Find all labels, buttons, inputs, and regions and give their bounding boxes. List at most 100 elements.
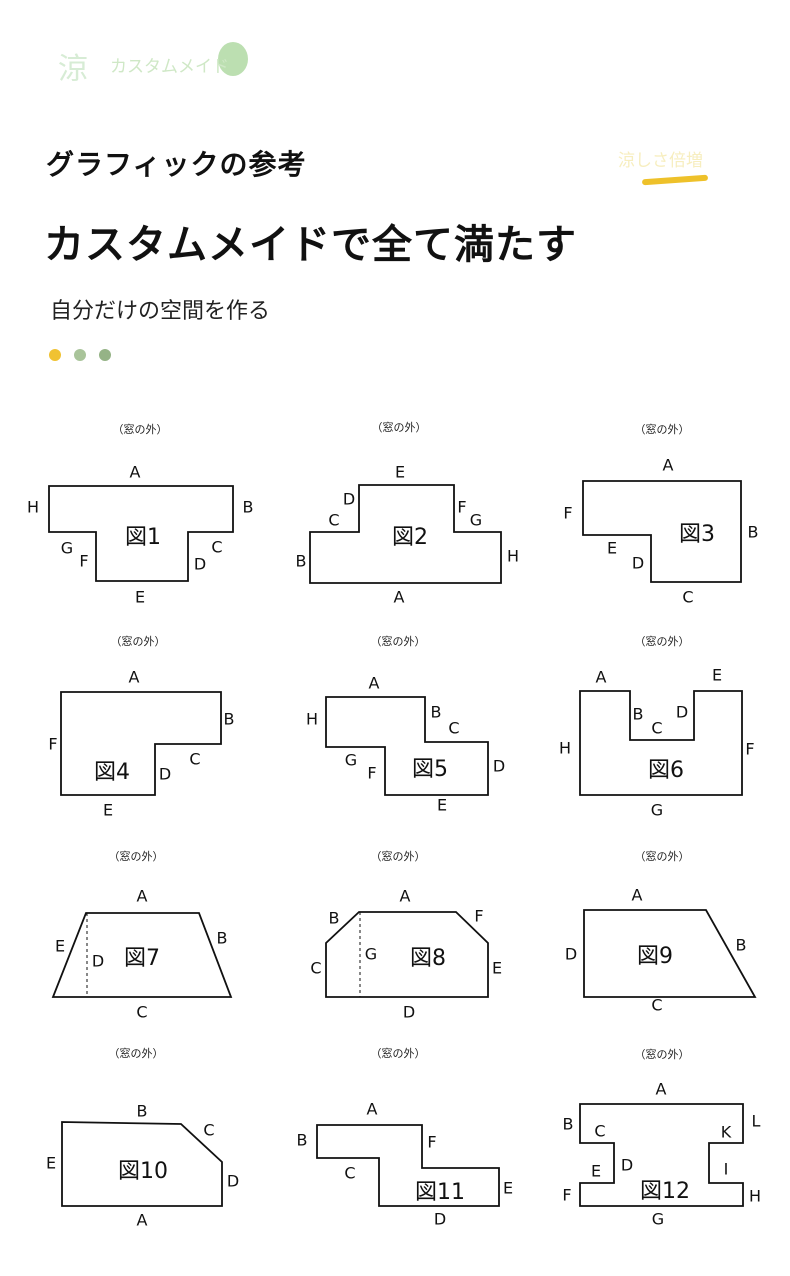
figure-title: 図9: [637, 944, 673, 969]
window-label: （窓の外）: [635, 849, 690, 863]
room-outline: [48, 485, 234, 582]
edge-label: C: [344, 1164, 355, 1183]
dot-2: [74, 349, 87, 361]
room-outline: [325, 696, 489, 796]
room-outline: [60, 691, 222, 796]
edge-label: E: [103, 801, 113, 820]
edge-label: G: [345, 751, 357, 770]
edge-label: F: [457, 498, 466, 517]
edge-label: C: [203, 1121, 214, 1140]
edge-label: D: [676, 703, 688, 722]
window-label: （窓の外）: [635, 422, 690, 436]
figure-title: 図1: [125, 525, 161, 550]
edge-label: F: [562, 1186, 571, 1205]
window-label: （窓の外）: [635, 1047, 690, 1061]
dot-1: [49, 349, 61, 361]
room-outline: [316, 1124, 500, 1207]
edge-label: C: [136, 1003, 147, 1022]
edge-label: G: [651, 801, 663, 820]
edge-label: E: [55, 937, 65, 956]
edge-label: C: [211, 538, 222, 557]
page-subhead: 自分だけの空間を作る: [50, 299, 271, 324]
edge-label: E: [395, 463, 405, 482]
edge-label: H: [507, 547, 519, 566]
edge-label: C: [310, 959, 321, 978]
edge-label: D: [632, 554, 644, 573]
edge-label: B: [224, 710, 235, 729]
edge-label: G: [652, 1210, 664, 1229]
edge-label: D: [493, 757, 505, 776]
edge-label: E: [437, 796, 447, 815]
edge-label: C: [682, 588, 693, 607]
edge-label: E: [492, 959, 502, 978]
window-label: （窓の外）: [372, 420, 427, 434]
window-label: （窓の外）: [111, 634, 166, 648]
figure-title: 図6: [648, 758, 684, 783]
edge-label: A: [632, 886, 643, 905]
edge-label: H: [559, 739, 571, 758]
edge-label: E: [591, 1162, 601, 1181]
stamp-badge: 涼しさ倍増: [618, 146, 709, 186]
edge-label: A: [130, 463, 141, 482]
edge-label: D: [621, 1156, 633, 1175]
edge-label: E: [46, 1154, 56, 1173]
room-outline: [579, 1103, 744, 1207]
edge-label: B: [297, 1131, 308, 1150]
window-label: （窓の外）: [109, 849, 164, 863]
edge-label: B: [329, 909, 340, 928]
edge-label: B: [296, 552, 307, 571]
room-outline: [309, 484, 502, 584]
fig9: （窓の外） 図9 A D B C: [565, 849, 757, 1015]
edge-label: A: [137, 1211, 148, 1230]
edge-label: A: [369, 674, 380, 693]
page-headline: カスタムメイドで全て満たす: [44, 222, 577, 268]
edge-label: D: [194, 555, 206, 574]
edge-label: H: [27, 498, 39, 517]
edge-label: F: [563, 504, 572, 523]
edge-label: A: [137, 887, 148, 906]
edge-label: D: [565, 945, 577, 964]
figure-title: 図4: [94, 760, 130, 785]
edge-label: F: [427, 1133, 436, 1152]
edge-label: G: [61, 539, 73, 558]
edge-label: G: [365, 945, 377, 964]
edge-label: E: [712, 666, 722, 685]
edge-label: C: [189, 750, 200, 769]
edge-label: C: [594, 1122, 605, 1141]
edge-label: B: [633, 705, 644, 724]
figure-title: 図12: [640, 1179, 690, 1204]
figure-title: 図10: [118, 1159, 168, 1184]
edge-label: B: [137, 1102, 148, 1121]
edge-label: L: [752, 1112, 761, 1131]
room-outline: [579, 690, 743, 796]
dot-3: [99, 349, 112, 361]
edge-label: E: [607, 539, 617, 558]
edge-label: D: [92, 952, 104, 971]
edge-label: B: [748, 523, 759, 542]
edge-label: A: [400, 887, 411, 906]
edge-label: A: [129, 668, 140, 687]
figure-title: 図11: [415, 1180, 465, 1205]
edge-label: C: [651, 996, 662, 1015]
window-label: （窓の外）: [371, 634, 426, 648]
brand-name: カスタムメイド: [110, 57, 229, 77]
edge-label: B: [431, 703, 442, 722]
window-label: （窓の外）: [635, 634, 690, 648]
edge-label: E: [135, 588, 145, 607]
room-outline: [51, 912, 233, 998]
room-outline: [582, 480, 742, 583]
edge-label: B: [736, 936, 747, 955]
window-label: （窓の外）: [371, 1046, 426, 1060]
stamp-text: 涼しさ倍増: [618, 151, 703, 171]
window-label: （窓の外）: [371, 849, 426, 863]
edge-label: K: [721, 1123, 732, 1142]
window-label: （窓の外）: [113, 422, 168, 436]
edge-label: F: [745, 740, 754, 759]
